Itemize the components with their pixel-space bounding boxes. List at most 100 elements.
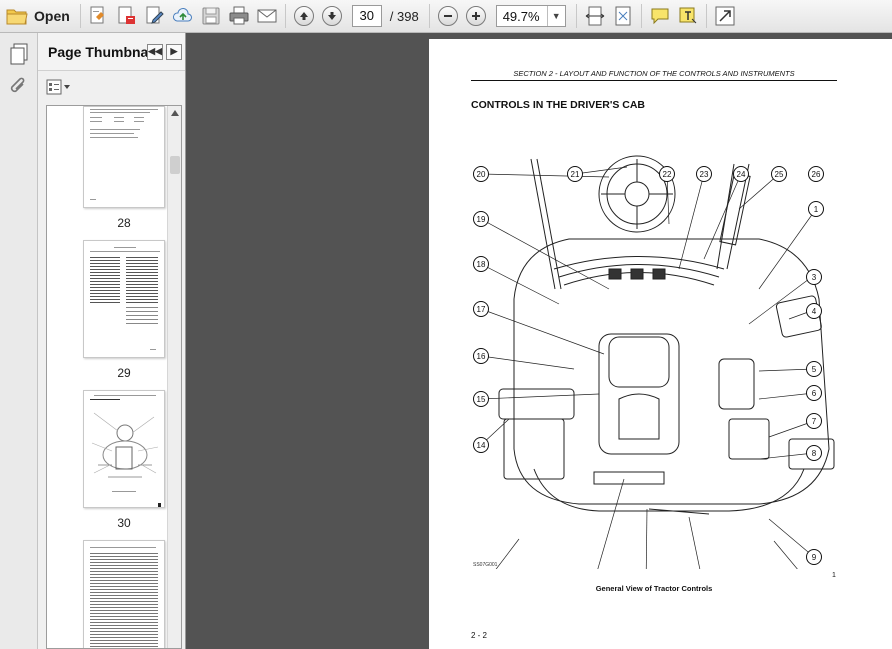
edit-icon: [146, 6, 164, 24]
folder-icon: [6, 9, 28, 25]
save-button[interactable]: [197, 3, 225, 29]
toolbar-separator: [284, 4, 286, 28]
comment-icon: [651, 8, 669, 25]
callout-3: 3: [812, 273, 817, 282]
minus-icon: [437, 6, 458, 26]
zoom-out-button[interactable]: [434, 3, 462, 29]
create-pdf-icon: [90, 6, 104, 24]
callout-25: 25: [775, 170, 784, 179]
export-pdf-icon: [118, 6, 135, 24]
navigation-pane-strip: [0, 33, 38, 649]
figure-code: SS07G001: [473, 562, 498, 568]
toolbar-separator: [428, 4, 430, 28]
arrow-up-icon: [293, 6, 314, 26]
callout-23: 23: [700, 170, 709, 179]
figure-caption: General View of Tractor Controls: [595, 584, 713, 593]
plus-icon: [465, 6, 486, 26]
export-pdf-button[interactable]: [113, 3, 141, 29]
section-header: SECTION 2 - LAYOUT AND FUNCTION OF THE C…: [471, 69, 837, 81]
attachments-tab[interactable]: [6, 75, 32, 101]
pdf-page: SECTION 2 - LAYOUT AND FUNCTION OF THE C…: [429, 39, 892, 649]
save-icon: [202, 7, 220, 25]
toolbar-separator: [575, 4, 577, 28]
page-number-input[interactable]: 30: [351, 5, 382, 27]
highlight-button[interactable]: [674, 3, 702, 29]
thumbnail-page-29[interactable]: [83, 240, 165, 358]
paperclip-icon: [10, 77, 25, 93]
panel-title: Page Thumbna...: [48, 43, 147, 60]
callout-15: 15: [477, 395, 486, 404]
toolbar-separator: [79, 4, 81, 28]
figure-number: 1: [832, 572, 836, 579]
scroll-up-icon: [171, 110, 179, 116]
callout-22: 22: [663, 170, 672, 179]
collapse-panel-button[interactable]: ◀◀: [147, 43, 163, 60]
next-page-button[interactable]: [318, 3, 346, 29]
callout-4: 4: [812, 307, 817, 316]
callout-17: 17: [477, 305, 486, 314]
open-button[interactable]: Open: [0, 3, 76, 29]
zoom-value: 49.7%: [502, 8, 540, 24]
callout-5: 5: [812, 365, 817, 374]
create-pdf-button[interactable]: [85, 3, 113, 29]
main-toolbar: Open 30 / 398: [0, 0, 892, 33]
thumbnails-header: Page Thumbna... ◀◀ ▶: [38, 33, 185, 71]
envelope-icon: [257, 9, 277, 23]
open-label: Open: [34, 8, 70, 24]
callout-7: 7: [812, 417, 817, 426]
toolbar-separator: [705, 4, 707, 28]
print-button[interactable]: [225, 3, 253, 29]
callout-1: 1: [814, 205, 819, 214]
document-view[interactable]: SECTION 2 - LAYOUT AND FUNCTION OF THE C…: [186, 33, 892, 649]
callout-18: 18: [477, 260, 486, 269]
scrollbar-thumb[interactable]: [170, 156, 180, 174]
thumbnail-options[interactable]: [38, 71, 185, 103]
expand-icon: [715, 6, 735, 26]
cloud-upload-icon: [172, 7, 192, 22]
expand-panel-button[interactable]: ▶: [166, 43, 182, 60]
callout-24: 24: [737, 170, 746, 179]
thumbnail-label-28: 28: [117, 216, 131, 230]
callout-8: 8: [812, 449, 817, 458]
email-button[interactable]: [253, 3, 281, 29]
callout-16: 16: [477, 352, 486, 361]
upload-button[interactable]: [169, 3, 197, 29]
comment-button[interactable]: [646, 3, 674, 29]
previous-page-button[interactable]: [290, 3, 318, 29]
callout-21: 21: [571, 170, 580, 179]
options-list-icon: [46, 79, 70, 95]
arrow-down-icon: [321, 6, 342, 26]
pages-icon: [10, 43, 28, 65]
callout-20: 20: [477, 170, 486, 179]
page-title: CONTROLS IN THE DRIVER'S CAB: [471, 99, 646, 111]
thumbnail-diagram-preview: [91, 412, 159, 478]
thumbnail-label-30: 30: [117, 516, 131, 530]
fit-page-button[interactable]: [609, 3, 637, 29]
toolbar-separator: [640, 4, 642, 28]
edit-pdf-button[interactable]: [141, 3, 169, 29]
highlighter-icon: [679, 7, 697, 24]
zoom-level-select[interactable]: 49.7% ▼: [495, 5, 566, 27]
page-thumbnails-tab[interactable]: [6, 41, 32, 67]
thumbnail-scrollbar[interactable]: [167, 106, 181, 648]
callout-9: 9: [812, 553, 817, 562]
chevron-down-icon: ▼: [546, 6, 565, 26]
thumbnail-list: 28 29: [46, 105, 182, 649]
callout-14: 14: [477, 441, 486, 450]
thumbnail-page-28[interactable]: [83, 106, 165, 208]
callout-26: 26: [812, 170, 821, 179]
expand-button[interactable]: [711, 3, 739, 29]
chevron-right-icon: ▶: [170, 46, 178, 56]
thumbnail-page-30[interactable]: [83, 390, 165, 508]
thumbnail-page-31[interactable]: [83, 540, 165, 648]
callout-19: 19: [477, 215, 486, 224]
fit-width-button[interactable]: [581, 3, 609, 29]
zoom-in-button[interactable]: [462, 3, 490, 29]
callout-6: 6: [812, 389, 817, 398]
page-thumbnails-panel: Page Thumbna... ◀◀ ▶ 28: [38, 33, 186, 649]
page-total-label: / 398: [389, 8, 419, 24]
thumbnail-label-29: 29: [117, 366, 131, 380]
fit-page-icon: [615, 6, 631, 26]
printer-icon: [229, 6, 249, 25]
